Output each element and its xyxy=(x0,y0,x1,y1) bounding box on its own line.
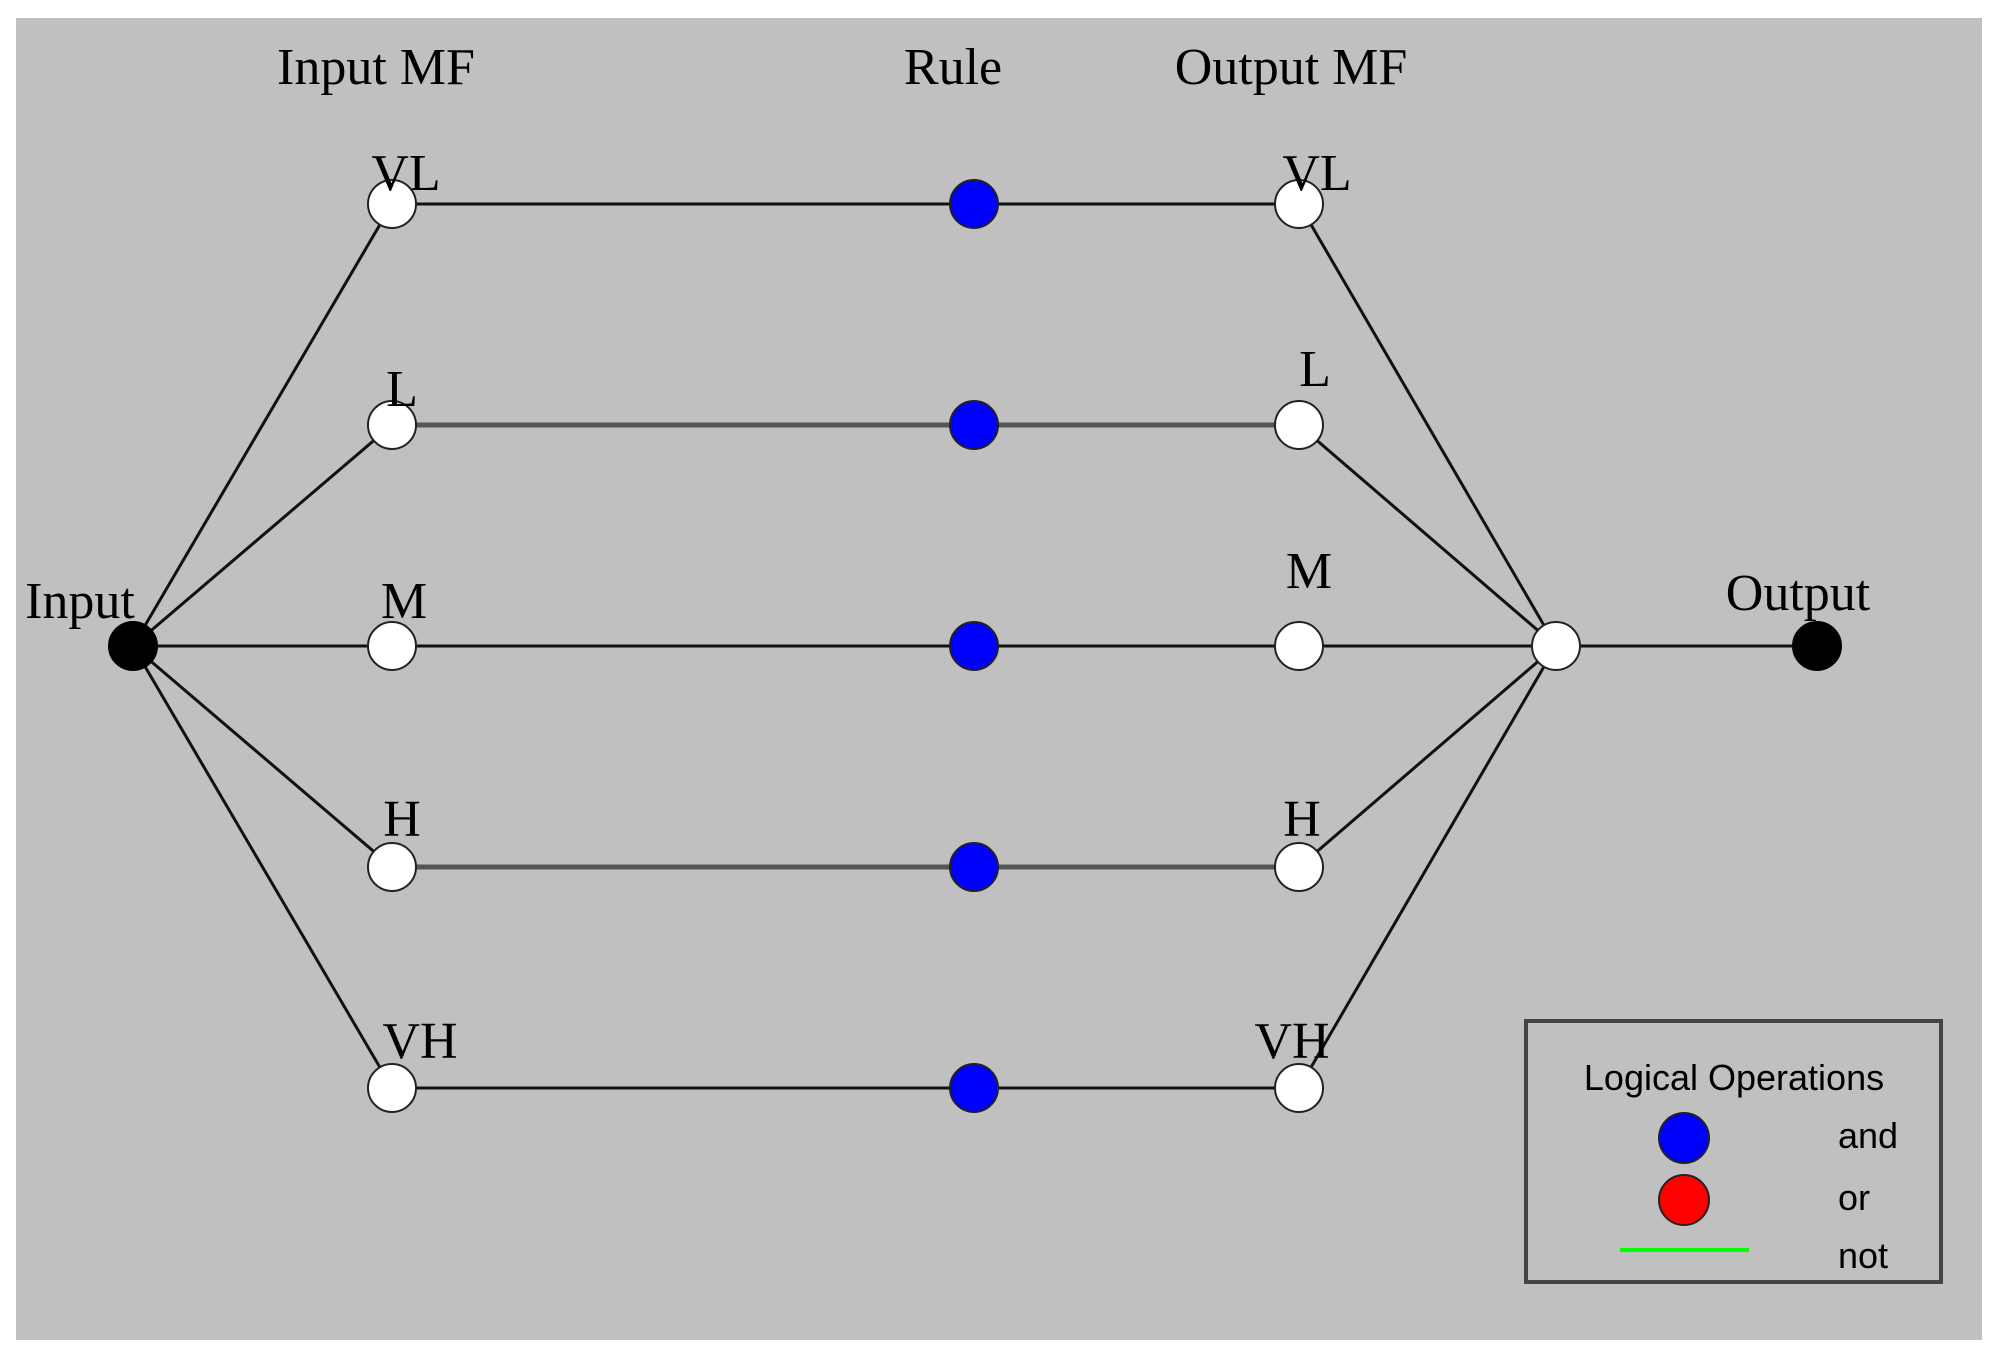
output-node xyxy=(1792,621,1842,671)
rule-node-5 xyxy=(949,1063,999,1113)
rule-node-1 xyxy=(949,179,999,229)
input-node xyxy=(108,621,158,671)
output-mf-label-h: H xyxy=(1283,791,1321,848)
header-input-mf: Input MF xyxy=(277,39,475,96)
edges-layer xyxy=(131,202,1817,1090)
input-mf-label-m: M xyxy=(381,573,427,630)
input-mf-label-vh: VH xyxy=(382,1013,457,1070)
output-mf-label-l: L xyxy=(1299,341,1331,398)
legend-or-symbol xyxy=(1658,1174,1710,1226)
fuzzy-rule-diagram: Input MF Rule Output MF Input Output VL L… xyxy=(16,18,1982,1340)
output-mf-label-m: M xyxy=(1286,543,1332,600)
nodes-layer xyxy=(108,179,1842,1113)
legend: Logical Operations and or not xyxy=(1524,1019,1943,1284)
edge-mf-to-aggregator-0 xyxy=(1297,203,1558,647)
legend-items: and or not xyxy=(1620,1112,1898,1276)
input-mf-node-vh xyxy=(367,1063,417,1113)
input-mf-node-h xyxy=(367,842,417,892)
rule-node-3 xyxy=(949,621,999,671)
legend-and-label: and xyxy=(1838,1115,1898,1156)
output-mf-node-vl xyxy=(1274,179,1324,229)
edge-input-to-mf-4 xyxy=(131,645,394,1089)
input-mf-node-m xyxy=(367,621,417,671)
input-label: Input xyxy=(25,573,135,630)
rule-node-2 xyxy=(949,400,999,450)
edge-input-to-mf-3 xyxy=(132,644,393,869)
header-rule: Rule xyxy=(904,39,1002,96)
output-mf-node-vh xyxy=(1274,1063,1324,1113)
legend-box xyxy=(1524,1019,1943,1284)
output-mf-node-l xyxy=(1274,400,1324,450)
output-mf-node-m xyxy=(1274,621,1324,671)
edge-input-to-mf-1 xyxy=(132,423,393,648)
output-label: Output xyxy=(1726,565,1871,622)
edge-input-to-mf-0 xyxy=(131,203,394,647)
input-mf-label-h: H xyxy=(383,791,421,848)
output-mf-label-vh: VH xyxy=(1254,1013,1329,1070)
output-mf-label-vl: VL xyxy=(1282,145,1351,202)
edge-mf-to-aggregator-3 xyxy=(1298,644,1557,869)
legend-or-label: or xyxy=(1838,1177,1870,1218)
aggregator-node xyxy=(1531,621,1581,671)
output-mf-node-h xyxy=(1274,842,1324,892)
legend-and-symbol xyxy=(1658,1112,1710,1164)
header-output-mf: Output MF xyxy=(1175,39,1408,96)
input-mf-label-l: L xyxy=(386,361,418,418)
input-mf-node-l xyxy=(367,400,417,450)
legend-not-label: not xyxy=(1838,1235,1888,1276)
edge-mf-to-aggregator-4 xyxy=(1297,645,1558,1089)
input-mf-label-vl: VL xyxy=(371,145,440,202)
labels-layer: VL L M H VH VL L M H VH xyxy=(371,145,1351,1070)
input-mf-node-vl xyxy=(367,179,417,229)
legend-title: Logical Operations xyxy=(1584,1057,1884,1098)
rule-node-4 xyxy=(949,842,999,892)
edge-mf-to-aggregator-1 xyxy=(1298,423,1557,648)
diagram-canvas: Input MF Rule Output MF Input Output VL L… xyxy=(25,39,1943,1284)
